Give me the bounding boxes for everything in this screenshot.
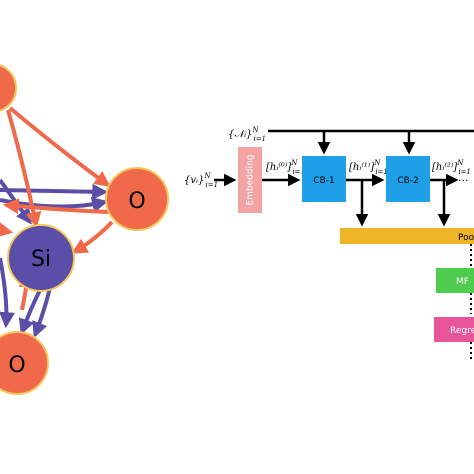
molecule-graph: O Si O xyxy=(0,64,169,395)
pooling-block xyxy=(340,228,474,244)
cb1-block xyxy=(302,156,346,202)
edge-left-to-si xyxy=(0,221,14,238)
atom-o-bottom-label: O xyxy=(8,353,25,378)
edge-o-right-to-left xyxy=(2,198,109,215)
edge-o-right-to-si xyxy=(71,220,114,254)
cb2-block xyxy=(386,156,430,202)
atom-o-right-label: O xyxy=(128,189,145,214)
o-outgoing-edges xyxy=(0,106,114,311)
edge-si-to-o-bottom-1 xyxy=(18,289,42,336)
atom-o-top xyxy=(0,64,17,112)
regression-block xyxy=(434,317,474,342)
atom-o-bottom xyxy=(0,331,49,395)
atom-si-label: Si xyxy=(31,247,51,272)
regression-label: Regre xyxy=(450,326,474,336)
mlp-label: MF xyxy=(456,277,469,287)
embedding-label: Embedding xyxy=(246,154,256,205)
edge-left-to-o-bottom xyxy=(0,257,15,329)
edge-o-top-to-si xyxy=(6,109,42,229)
atom-si xyxy=(7,224,75,292)
embedding-block xyxy=(238,147,262,213)
edge-o-top-to-o-right xyxy=(8,106,111,187)
pooling-label: Poo xyxy=(458,233,474,243)
edge-si-to-o-right xyxy=(0,183,109,200)
cb1-label: CB-1 xyxy=(313,176,334,186)
cb2-label: CB-2 xyxy=(397,176,418,186)
edge-si-to-o-bottom-2 xyxy=(32,287,52,338)
mlp-block xyxy=(436,268,474,293)
ellipsis: ··· xyxy=(458,174,469,187)
atom-o-right xyxy=(105,167,169,231)
